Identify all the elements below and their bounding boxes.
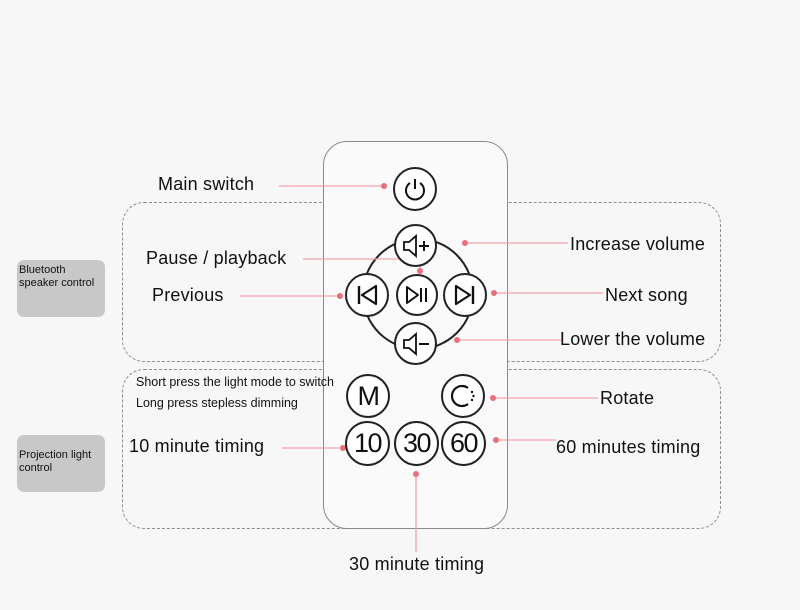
volume-up-icon [402, 233, 429, 258]
power-button[interactable] [393, 167, 437, 211]
rotate-icon [450, 384, 475, 408]
volume-up-button[interactable] [394, 224, 437, 267]
timer-30-label: 30 [402, 428, 432, 458]
volume-down-icon [402, 331, 429, 356]
mode-button-label: M [357, 380, 381, 411]
rotate-button[interactable] [441, 374, 485, 418]
increase-volume-label: Increase volume [570, 234, 706, 254]
play-pause-icon [406, 286, 427, 304]
thirty-minute-label: 30 minute timing [349, 554, 485, 574]
play-pause-button[interactable] [396, 274, 438, 316]
timer-10-button[interactable]: 10 [345, 421, 390, 466]
long-press-label: Long press stepless dimming [136, 396, 298, 410]
ten-minute-label: 10 minute timing [129, 436, 265, 456]
timer-30-button[interactable]: 30 [394, 421, 439, 466]
next-button[interactable] [443, 273, 487, 317]
rotate-label: Rotate [600, 388, 655, 408]
bluetooth-speaker-tag: Bluetooth speaker control [17, 260, 105, 317]
volume-down-button[interactable] [394, 322, 437, 365]
short-press-label: Short press the light mode to switch [136, 375, 335, 389]
next-song-label: Next song [605, 285, 688, 305]
timer-60-label: 60 [449, 428, 479, 458]
main-switch-label: Main switch [158, 174, 255, 194]
previous-label: Previous [152, 285, 224, 305]
previous-button[interactable] [345, 273, 389, 317]
previous-icon [357, 284, 378, 306]
sixty-minutes-label: 60 minutes timing [556, 437, 701, 457]
timer-60-button[interactable]: 60 [441, 421, 486, 466]
pause-playback-label: Pause / playback [146, 248, 287, 268]
next-icon [454, 284, 475, 306]
timer-10-label: 10 [353, 428, 383, 458]
mode-button[interactable]: M [346, 374, 390, 418]
power-icon [405, 179, 425, 201]
projection-light-tag: Projection light control [17, 435, 105, 492]
lower-volume-label: Lower the volume [560, 329, 706, 349]
